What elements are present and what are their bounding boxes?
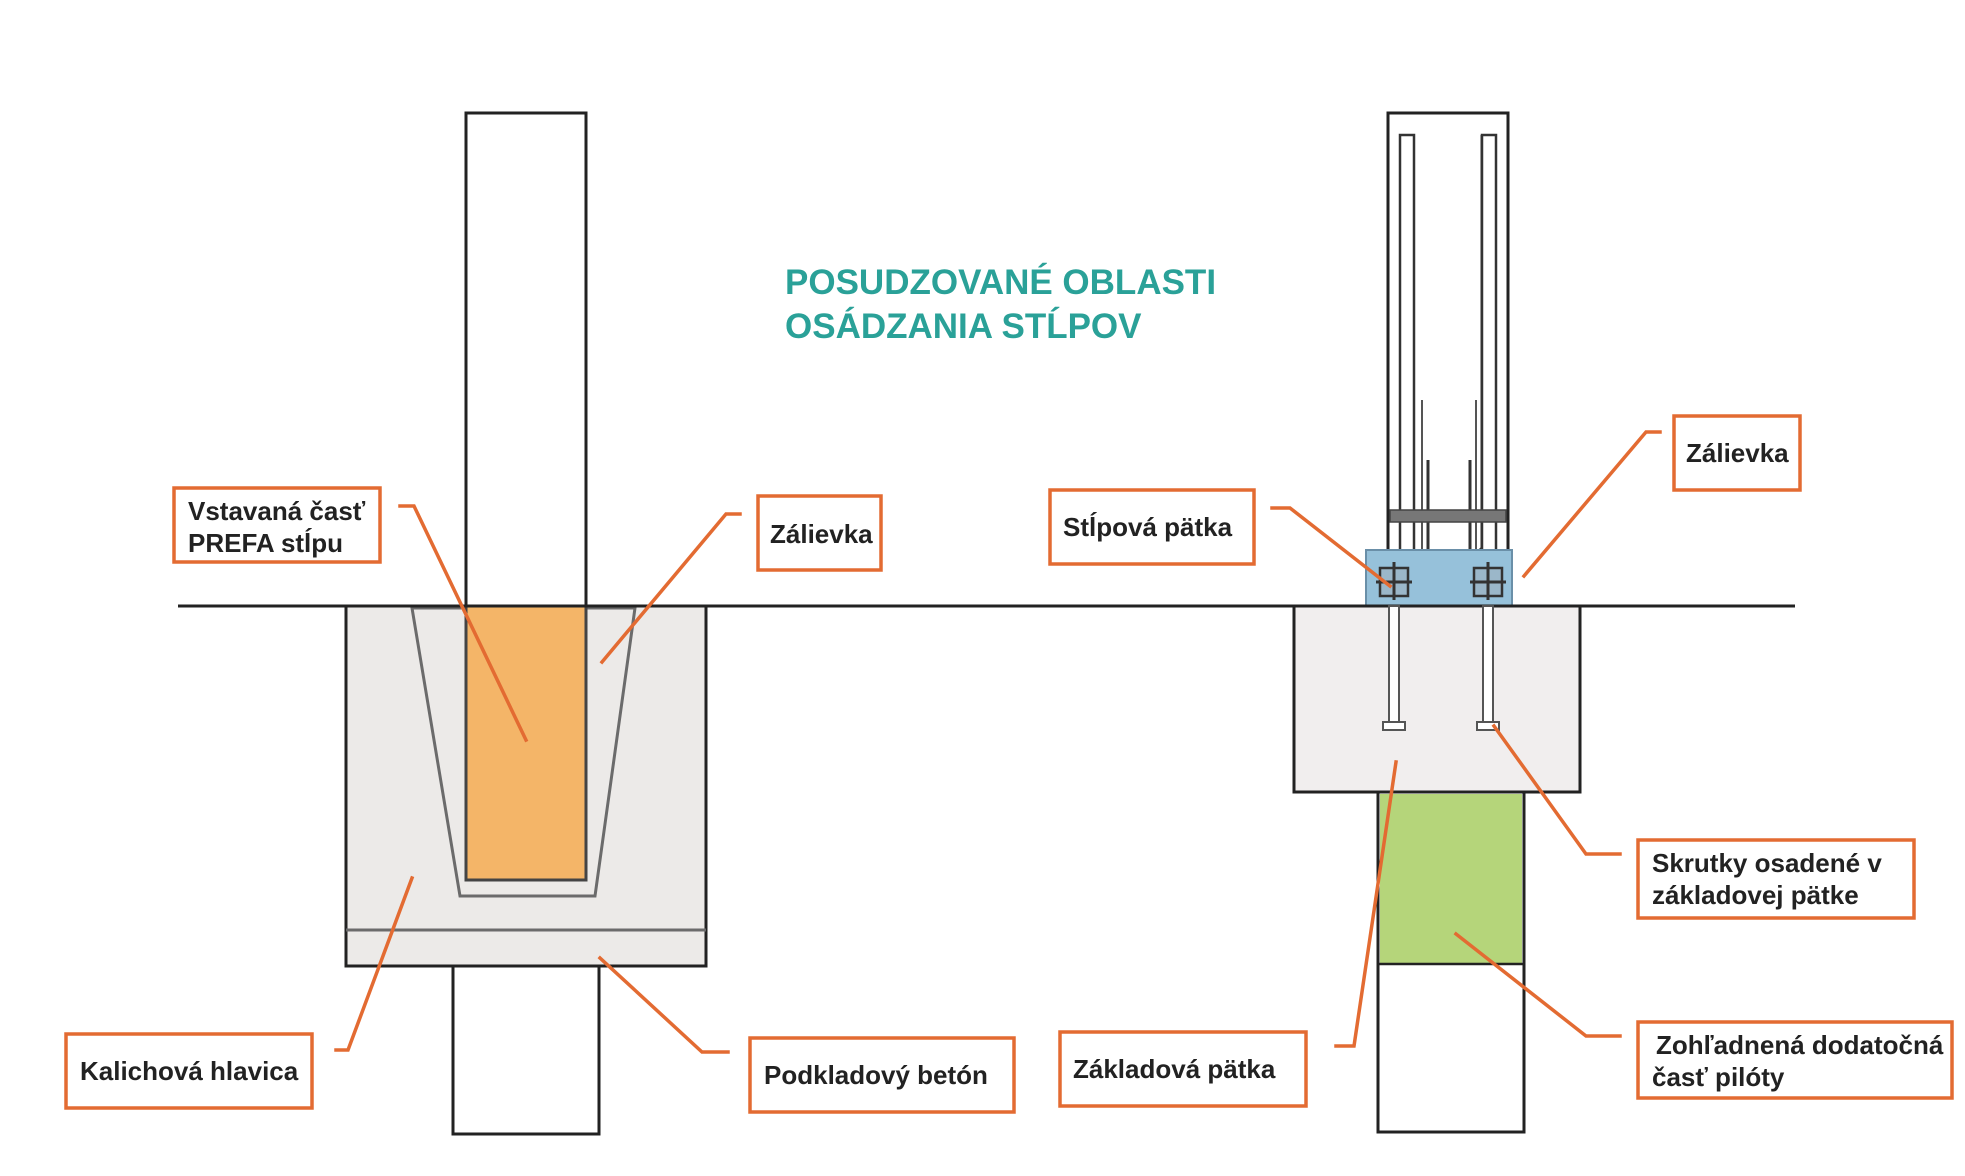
callout-box-socket-head (64, 1032, 314, 1110)
anchor-bolt-left (1388, 605, 1400, 727)
leader-column-base (1270, 506, 1393, 589)
leader-footing (1334, 760, 1398, 1048)
title-line-1: POSUDZOVANÉ OBLASTI (785, 262, 1216, 302)
callout-box-footing (1058, 1030, 1308, 1108)
label-bolts-line-1: Skrutky osadené v (1652, 848, 1882, 878)
callout-lean-concrete: Podkladový betón (597, 955, 1016, 1114)
stirrup-band (1389, 509, 1507, 523)
socket-foundation-detail (344, 111, 708, 1136)
callout-box-pile-part (1636, 1020, 1954, 1100)
diagram-title: POSUDZOVANÉ OBLASTI OSÁDZANIA STĹPOV (785, 262, 1216, 346)
leader-pile-part (1453, 931, 1622, 1038)
leader-grout-right (1521, 430, 1662, 579)
callout-column-base: Stĺpová pätka (1048, 488, 1393, 589)
callout-box-grout-left (756, 494, 883, 572)
callout-socket-head: Kalichová hlavica (64, 875, 415, 1110)
callout-pile-part: Zohľadnená dodatočná časť pilóty (1453, 931, 1954, 1100)
label-embedded-part-line-1: Vstavaná časť (188, 496, 366, 526)
label-socket-head: Kalichová hlavica (80, 1056, 299, 1086)
anchor-bolt-right (1482, 605, 1494, 727)
label-grout-right: Zálievka (1686, 438, 1789, 468)
label-embedded-part-line-2: PREFA stĺpu (188, 528, 343, 558)
label-column-base: Stĺpová pätka (1063, 512, 1233, 542)
label-bolts-line-2: základovej pätke (1652, 880, 1859, 910)
callout-box-embedded-part (172, 486, 382, 564)
label-footing: Základová pätka (1073, 1054, 1276, 1084)
anchor-bolt-right-plate (1476, 721, 1500, 731)
label-lean-concrete: Podkladový betón (764, 1060, 988, 1090)
bolted-base-detail (1292, 111, 1582, 1134)
rebar-left-bar (1398, 133, 1416, 557)
callout-bolts: Skrutky osadené v základovej pätke (1491, 723, 1916, 920)
precast-column-left (464, 111, 588, 608)
nut-right (1470, 562, 1506, 600)
pile-part-fill (1380, 794, 1522, 964)
callout-grout-left: Zálievka (599, 494, 883, 665)
callout-footing: Základová pätka (1058, 760, 1398, 1108)
callout-box-bolts (1636, 838, 1916, 920)
footing-block (1292, 604, 1582, 794)
label-pile-part-line-2: časť pilóty (1652, 1062, 1785, 1092)
leader-embedded-part (398, 504, 529, 743)
leader-lean-concrete (597, 955, 730, 1054)
leader-socket-head (334, 875, 415, 1052)
callout-embedded-part: Vstavaná časť PREFA stĺpu (172, 486, 529, 743)
pile-left (451, 964, 601, 1136)
embedded-part-fill (464, 604, 588, 882)
anchor-bolt-left-plate (1382, 721, 1406, 731)
leader-grout-left (599, 512, 742, 665)
callout-box-grout-right (1672, 414, 1802, 492)
callout-box-lean-concrete (748, 1036, 1016, 1114)
label-grout-left: Zálievka (770, 519, 873, 549)
leader-bolts (1491, 723, 1622, 856)
label-pile-part-line-1: Zohľadnená dodatočná (1656, 1030, 1944, 1060)
rebar-right-bar (1480, 133, 1498, 557)
callout-grout-right: Zálievka (1521, 414, 1802, 579)
title-line-2: OSÁDZANIA STĹPOV (785, 306, 1142, 346)
callout-box-column-base (1048, 488, 1256, 566)
